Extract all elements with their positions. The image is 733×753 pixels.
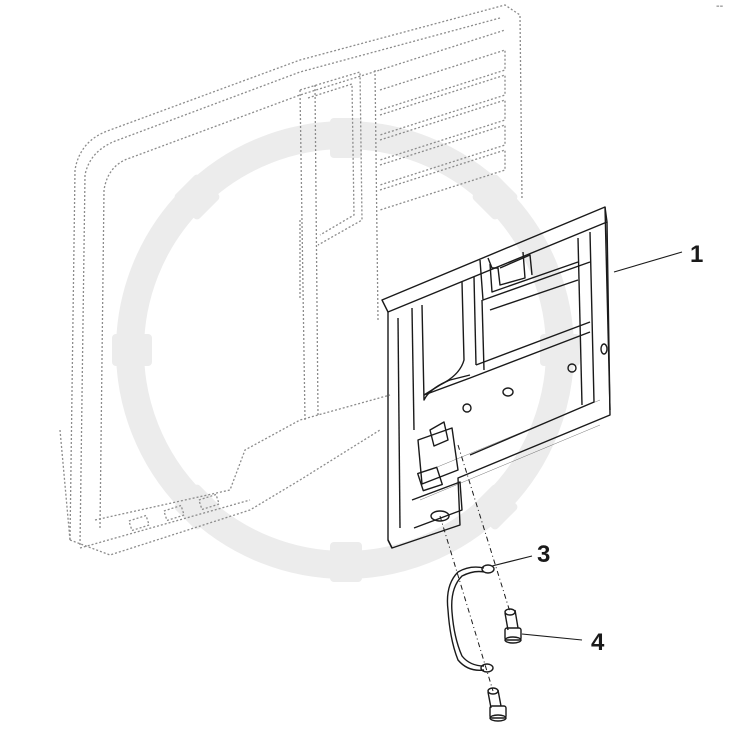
part-3-cable xyxy=(446,564,495,673)
leader-lines xyxy=(491,251,683,641)
leader-line-3 xyxy=(491,555,533,567)
part-1-shading xyxy=(419,399,601,501)
corner-mark: -- xyxy=(716,1,724,12)
assembly-guide-lines xyxy=(439,444,511,692)
part-1-side-panel xyxy=(381,206,611,549)
leader-line-4 xyxy=(521,633,583,641)
part-4-bolt-upper xyxy=(504,608,522,644)
callout-1: 1 xyxy=(690,241,704,268)
watermark-logo xyxy=(112,118,580,582)
leader-line-1 xyxy=(613,251,683,273)
cab-side-frame-ghost xyxy=(59,4,523,556)
part-4-bolt-lower xyxy=(487,687,507,722)
callout-4: 4 xyxy=(591,629,605,656)
callout-3: 3 xyxy=(537,541,551,568)
